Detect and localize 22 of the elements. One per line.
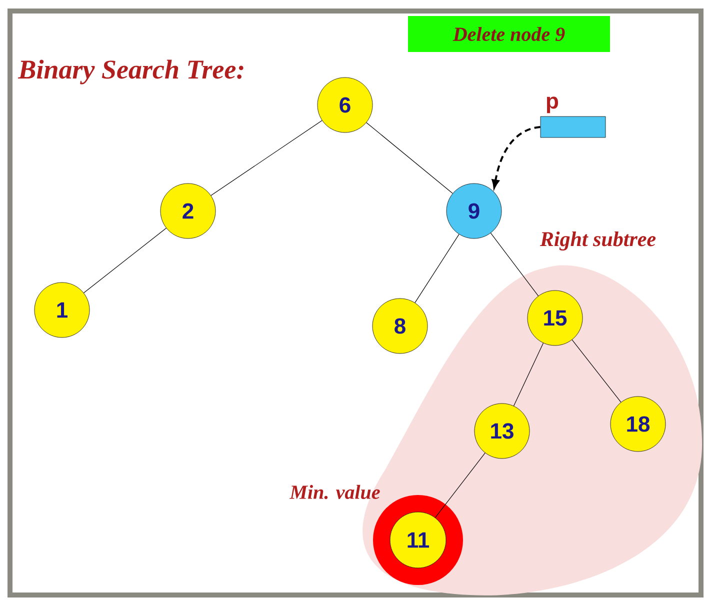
- tree-node: 2: [160, 183, 216, 239]
- tree-node: 15: [527, 290, 583, 346]
- node-label: Right subtree: [540, 231, 656, 251]
- tree-edge: [210, 120, 322, 196]
- tree-edge: [513, 342, 544, 406]
- node-label: p: [546, 96, 558, 114]
- tree-node: 13: [474, 403, 530, 459]
- tree-node: 9: [446, 183, 502, 239]
- pointer-arrow: [492, 126, 540, 188]
- tree-node: 8: [372, 298, 428, 354]
- tree-node: 18: [610, 396, 666, 452]
- tree-edge: [434, 452, 486, 518]
- title: Binary Search Tree:: [18, 60, 244, 84]
- tree-edge: [366, 122, 453, 194]
- heading-banner: Delete node 9: [408, 16, 610, 52]
- tree-edge: [572, 340, 622, 402]
- tree-edge: [83, 228, 167, 294]
- tree-edge: [490, 232, 539, 296]
- tree-node: 6: [317, 77, 373, 133]
- pointer-box: p: [540, 96, 606, 138]
- tree-node: 1: [34, 282, 90, 338]
- tree-edge: [414, 234, 460, 303]
